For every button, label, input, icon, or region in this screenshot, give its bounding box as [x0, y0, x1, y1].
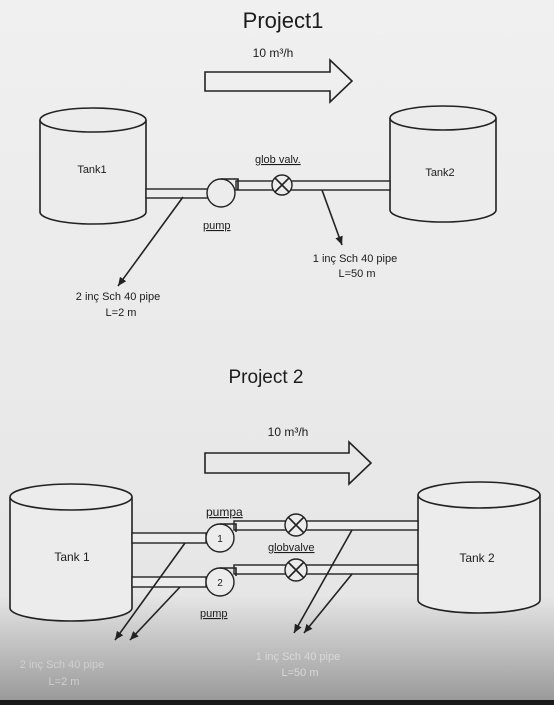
project2-pipe-left-leader-upper	[114, 542, 186, 641]
project2-pump-bottom-label: pump	[200, 608, 228, 620]
project1-pipe-right-spec: 1 inç Sch 40 pipe	[313, 253, 397, 265]
project1-section: Project1 10 m³/h Tank1 Tank2 glob valv	[39, 8, 497, 319]
project2-upper-suction-pipe	[131, 532, 207, 544]
project2-upper-discharge-pipe	[233, 520, 419, 531]
project2-pipe-right-leader-upper	[293, 529, 353, 634]
project1-pipe-left-length: L=2 m	[106, 307, 137, 319]
project2-title: Project 2	[229, 367, 304, 388]
project1-pipe-right-leader	[321, 189, 343, 246]
project2-tank-left: Tank 1	[9, 483, 133, 622]
project2-pipe-right-spec: 1 inç Sch 40 pipe	[256, 651, 340, 663]
project1-pump-label: pump	[203, 220, 231, 232]
project2-pipe-left-leader-lower	[129, 586, 181, 641]
project1-flow-rate: 10 m³/h	[253, 46, 294, 60]
project2-pipe-right-leader-lower	[303, 573, 353, 634]
project2-pipe-left-spec: 2 inç Sch 40 pipe	[20, 659, 104, 671]
project2-lower-discharge-pipe	[233, 564, 419, 575]
project2-pump-1: 1	[205, 523, 237, 553]
project2-valve-label: globvalve	[268, 542, 314, 554]
project2-pump-top-label: pumpa	[206, 505, 243, 519]
project2-pump-2-number: 2	[217, 578, 223, 589]
project2-tank-right-label: Tank 2	[459, 551, 495, 565]
project1-discharge-pipe	[235, 180, 391, 191]
project1-pump	[206, 178, 239, 208]
project1-tank-left: Tank1	[39, 107, 147, 225]
project2-lower-suction-pipe	[131, 576, 207, 588]
project2-globe-valve-lower	[284, 558, 308, 582]
project1-valve-label: glob valv.	[255, 154, 301, 166]
project2-tank-right: Tank 2	[417, 481, 541, 614]
project2-tank-left-label: Tank 1	[54, 550, 90, 564]
project2-pipe-left-length: L=2 m	[49, 676, 80, 688]
project2-section: Project 2 10 m³/h Tank 1 Tank 2 1	[9, 367, 541, 688]
project1-pipe-left-spec: 2 inç Sch 40 pipe	[76, 291, 160, 303]
project2-flow-rate: 10 m³/h	[268, 425, 309, 439]
project1-tank-left-label: Tank1	[77, 164, 106, 176]
project1-tank-right: Tank2	[389, 105, 497, 223]
project2-pump-2: 2	[205, 567, 237, 597]
project1-suction-pipe	[145, 188, 209, 199]
project2-pump-1-number: 1	[217, 534, 223, 545]
project2-pipe-right-length: L=50 m	[282, 667, 319, 679]
project1-pipe-right-length: L=50 m	[339, 268, 376, 280]
project2-globe-valve-upper	[284, 513, 308, 537]
project1-globe-valve	[271, 174, 293, 196]
project1-pipe-left-leader	[117, 196, 184, 287]
project1-flow-arrow	[204, 58, 354, 104]
project2-flow-arrow	[204, 440, 373, 486]
project1-tank-right-label: Tank2	[425, 167, 454, 179]
project1-title: Project1	[243, 8, 324, 33]
